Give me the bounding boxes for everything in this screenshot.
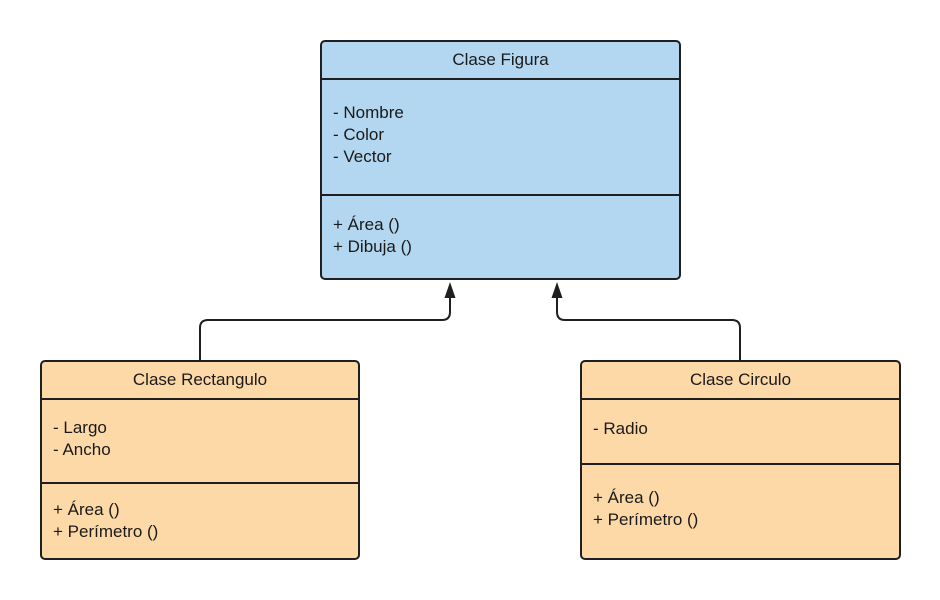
- method-item: + Perímetro (): [593, 510, 699, 529]
- arrowhead-icon: [444, 282, 456, 298]
- method-item: + Perímetro (): [53, 522, 159, 541]
- class-attributes: - Largo - Ancho: [42, 400, 358, 484]
- class-title: Clase Figura: [322, 42, 679, 80]
- method-item: + Área (): [333, 215, 400, 234]
- inheritance-arrow-circulo: [551, 282, 741, 360]
- class-attributes: - Radio: [582, 400, 899, 465]
- class-attributes: - Nombre - Color - Vector: [322, 80, 679, 196]
- class-box-figura[interactable]: Clase Figura - Nombre - Color - Vector +…: [320, 40, 681, 280]
- class-methods: + Área () + Perímetro (): [582, 465, 899, 531]
- arrowhead-icon: [551, 282, 563, 298]
- class-title: Clase Circulo: [582, 362, 899, 400]
- method-item: + Área (): [593, 488, 660, 507]
- class-box-circulo[interactable]: Clase Circulo - Radio + Área () + Períme…: [580, 360, 901, 560]
- attribute-item: - Ancho: [53, 440, 111, 459]
- class-methods: + Área () + Perímetro (): [42, 484, 358, 543]
- class-box-rectangulo[interactable]: Clase Rectangulo - Largo - Ancho + Área …: [40, 360, 360, 560]
- attribute-item: - Vector: [333, 147, 392, 166]
- attribute-item: - Largo: [53, 418, 107, 437]
- inheritance-arrow-rectangulo: [199, 282, 456, 360]
- attribute-item: - Radio: [593, 419, 648, 438]
- method-item: + Área (): [53, 500, 120, 519]
- class-methods: + Área () + Dibuja (): [322, 196, 679, 258]
- method-item: + Dibuja (): [333, 237, 412, 256]
- class-title: Clase Rectangulo: [42, 362, 358, 400]
- attribute-item: - Color: [333, 125, 385, 144]
- attribute-item: - Nombre: [333, 103, 404, 122]
